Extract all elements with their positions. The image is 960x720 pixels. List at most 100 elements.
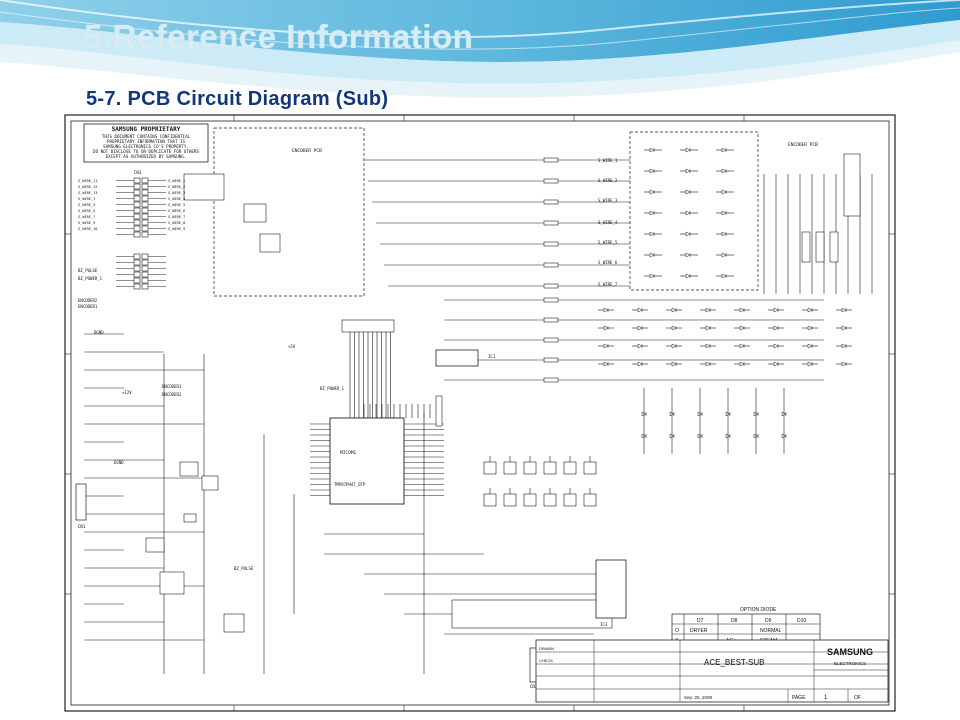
net-label: ENCODER1 — [78, 304, 98, 309]
led-symbol — [685, 252, 691, 258]
led-symbol — [721, 231, 727, 237]
pin-label: S_WIRE_4 — [168, 197, 185, 201]
net-label: EGND — [114, 460, 124, 465]
sheet-value: 1 — [824, 695, 828, 701]
slide-title: 5.Reference Information — [84, 18, 474, 55]
resistor — [543, 262, 559, 268]
cn3-pin-labels: S_WIRE_11 S_WIRE_12 S_WIRE_13 S_WIRE_1 S… — [78, 179, 185, 231]
led-symbol — [773, 307, 779, 313]
resistor — [543, 337, 559, 343]
transistor-block — [159, 571, 185, 595]
connector-pin — [141, 225, 149, 232]
transistor-block — [179, 461, 199, 477]
connector-pin — [133, 283, 141, 290]
led-symbol — [807, 343, 813, 349]
net-label: ENCODER1 — [162, 384, 182, 389]
circuit-components — [145, 147, 861, 633]
connector-pin — [141, 259, 149, 266]
connector-pin — [141, 253, 149, 260]
mcu-label: MICOM1 — [340, 450, 357, 456]
proprietary-heading: SAMSUNG PROPRIETARY — [112, 126, 181, 133]
wire-label: S_WIRE_6 — [598, 260, 618, 265]
drawn-label: DRAWN — [539, 646, 554, 651]
connector-pin — [141, 219, 149, 226]
led-symbol — [649, 189, 655, 195]
connector-pin — [141, 189, 149, 196]
encoder-pcb-label: ENCODER PCB — [292, 148, 322, 154]
proprietary-line: DO NOT DISCLOSE TO OR DUPLICATE FOR OTHE… — [93, 149, 199, 154]
led-symbol — [721, 147, 727, 153]
company-division: ELECTRONICS — [834, 661, 866, 666]
option-diode-title: OPTION DIODE — [740, 607, 777, 613]
connector-pin — [141, 177, 149, 184]
net-label: BZ_PULSE — [78, 268, 98, 273]
connector-pin — [141, 195, 149, 202]
transistor-block — [259, 233, 281, 253]
date-value: Sep. 25, 2008 — [684, 695, 713, 700]
proprietary-line: THIS DOCUMENT CONTAINS CONFIDENTIAL — [102, 134, 191, 139]
led-symbol — [807, 361, 813, 367]
tact-switch — [483, 461, 497, 475]
led-symbol — [685, 147, 691, 153]
led-symbol — [685, 231, 691, 237]
pin-label: S_WIRE_11 — [78, 179, 97, 183]
connector-pin — [141, 283, 149, 290]
frame-ticks — [65, 115, 895, 711]
led-symbol — [721, 273, 727, 279]
net-label: BZ_POWER_1 — [78, 276, 103, 281]
led-symbol — [705, 361, 711, 367]
wire-label: S_WIRE_5 — [598, 240, 618, 245]
tact-switch — [503, 461, 517, 475]
led-symbol — [841, 325, 847, 331]
led-symbol — [773, 343, 779, 349]
connector-pin — [141, 207, 149, 214]
connector-pin — [141, 277, 149, 284]
net-labels: BZ_PULSE BZ_POWER_1 ENCODER2 ENCODER1 EN… — [78, 268, 345, 571]
connector-cn3 — [116, 177, 166, 290]
wire-labels: S_WIRE_1 S_WIRE_2 S_WIRE_3 S_WIRE_4 S_WI… — [598, 158, 618, 287]
resistor — [543, 317, 559, 323]
connector-pin — [141, 201, 149, 208]
led-symbol — [705, 325, 711, 331]
led-symbol — [739, 361, 745, 367]
option-cell: NORMAL — [760, 628, 782, 634]
mcu-part: TMP87PH47_OTP — [334, 482, 366, 487]
led-symbol — [669, 411, 675, 417]
connector-pin — [133, 231, 141, 238]
net-label: +12V — [122, 390, 132, 395]
connector-pin — [133, 277, 141, 284]
pin-label: S_WIRE_8 — [168, 221, 185, 225]
of-label: OF — [854, 695, 861, 701]
ic3: IC3 — [595, 559, 627, 627]
cn3-label: CN3 — [134, 170, 142, 175]
led-symbol — [685, 189, 691, 195]
wire-label: S_WIRE_3 — [598, 198, 618, 203]
led-symbol — [697, 411, 703, 417]
pin-label: S_WIRE_13 — [78, 191, 97, 195]
led-symbol — [637, 325, 643, 331]
connector-pin — [133, 177, 141, 184]
led-symbol — [773, 361, 779, 367]
led-symbol — [649, 231, 655, 237]
wire-label: S_WIRE_2 — [598, 178, 618, 183]
led-symbol — [603, 343, 609, 349]
led-symbol — [603, 361, 609, 367]
led-symbol — [671, 343, 677, 349]
led-symbol — [649, 273, 655, 279]
led-symbol — [637, 343, 643, 349]
cn2-label: CN2 — [530, 684, 538, 689]
pin-label: S_WIRE_9 — [78, 221, 95, 225]
connector-pin — [141, 231, 149, 238]
connector-pin — [815, 231, 825, 263]
net-label: ENCODER2 — [78, 298, 98, 303]
net-label: +5V — [288, 344, 296, 349]
led-symbol — [721, 252, 727, 258]
tact-switch — [563, 461, 577, 475]
transistor-block — [223, 613, 245, 633]
tact-switch — [543, 461, 557, 475]
mcu-micom1: MICOM1 TMP87PH47_OTP — [329, 417, 405, 505]
transistor-block — [201, 475, 219, 491]
led-symbol — [807, 325, 813, 331]
pin-label: S_WIRE_9 — [168, 227, 185, 231]
connector-pin — [133, 189, 141, 196]
